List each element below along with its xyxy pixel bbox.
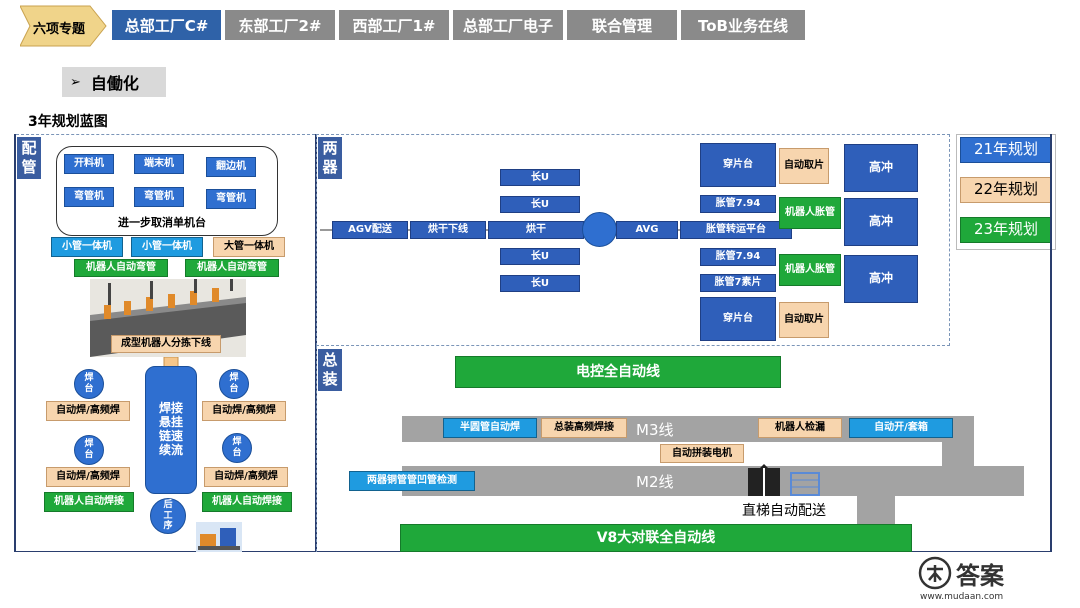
dent-check: 两器铜管管凹管检测 [349,471,475,491]
small-integrated-1: 小管一体机 [51,237,123,257]
auto-weld: 自动焊/高频焊 [204,467,288,487]
expand-platform: 胀管转运平台 [680,221,792,239]
robot-leak-check: 机器人检漏 [758,418,842,438]
v8-line: V8大对联全自动线 [400,524,912,552]
high-punch: 高冲 [844,198,918,246]
semi-round-weld: 半圆管自动焊 [443,418,537,438]
turntable [582,212,617,247]
expand-794: 胀管7.94 [700,195,776,213]
section-header: ➢ 自働化 [62,67,166,97]
tab-label: 西部工厂1# [352,16,436,35]
long-u: 长U [500,275,580,292]
watermark-name: 答案 [956,562,1004,590]
tab-joint-management[interactable]: 联合管理 [567,10,677,40]
post-process: 后工序 [150,498,186,534]
weld-station: 焊台 [74,369,104,399]
robot-weld: 机器人自动焊接 [44,492,134,512]
machine-bend: 弯管机 [206,189,256,209]
tab-label: ToB业务在线 [698,16,788,35]
m2-line [402,466,1024,496]
weld-station: 焊台 [222,433,252,463]
section-label-exchanger: 两器 [318,137,342,179]
wear-table: 穿片台 [700,297,776,341]
robot-cell-icon [196,520,242,556]
long-u: 长U [500,248,580,265]
m2-label: M2线 [636,473,674,491]
small-integrated-2: 小管一体机 [131,237,203,257]
rack-icon [790,472,820,500]
high-punch: 高冲 [844,255,918,303]
tab-west-1[interactable]: 西部工厂1# [339,10,449,40]
machine-bend: 弯管机 [134,187,184,207]
tab-label: 联合管理 [591,16,652,35]
dry: 烘干 [488,221,584,239]
legend-panel [956,134,1056,250]
tab-tob-online[interactable]: ToB业务在线 [681,10,805,40]
weld-station: 焊台 [219,369,249,399]
high-punch: 高冲 [844,144,918,192]
tab-hq-c[interactable]: 总部工厂C# [112,10,221,40]
robot-weld: 机器人自动焊接 [202,492,292,512]
machine-flange: 翻边机 [206,157,256,177]
auto-take-piece: 自动取片 [779,302,829,338]
long-u: 长U [500,196,580,213]
m2-drop [857,494,895,524]
home-tab-label: 六项专题 [33,22,86,37]
auto-weld: 自动焊/高频焊 [46,401,130,421]
sorting-line-label: 成型机器人分拣下线 [111,335,221,353]
watermark: 答案 www.mudaan.com [918,556,1038,604]
section-title: 自働化 [90,74,139,93]
bullet-arrow-icon: ➢ [70,74,81,90]
assembly-dash [316,346,317,552]
auto-weld: 自动焊/高频焊 [46,467,130,487]
section-label-pipe: 配管 [17,137,41,179]
elevator-label: 直梯自动配送 [742,503,826,519]
watermark-logo-icon [918,556,952,590]
home-tab-arrow-icon [19,5,107,47]
legend-23: 23年规划 [960,217,1052,243]
robot-expand: 机器人胀管 [779,254,841,286]
tab-east-2[interactable]: 东部工厂2# [225,10,335,40]
pipe-top-dash [16,134,315,135]
robot-bend-1: 机器人自动弯管 [74,259,168,277]
weld-station: 焊台 [74,435,104,465]
large-integrated: 大管一体机 [213,237,285,257]
robot-bend-2: 机器人自动弯管 [185,259,279,277]
m3-label: M3线 [636,421,674,439]
exchanger-dash [316,134,950,346]
avg: AVG [616,221,678,239]
tab-label: 总部工厂C# [124,16,209,35]
blueprint-title: 3年规划蓝图 [28,114,108,130]
section-label-assembly: 总装 [318,349,342,391]
electric-control-line: 电控全自动线 [455,356,781,388]
chain-conveyor: 焊接悬挂链速续流 [145,366,197,494]
machine-note: 进一步取消单机台 [118,216,206,229]
auto-weld: 自动焊/高频焊 [202,401,286,421]
home-tab[interactable]: 六项专题 [19,2,108,50]
auto-assembly-motor: 自动拼装电机 [660,444,744,463]
expand-7: 胀管7素片 [700,274,776,292]
auto-open-box: 自动开/套箱 [849,418,953,438]
expand-794: 胀管7.94 [700,248,776,266]
robot-expand: 机器人胀管 [779,197,841,229]
machine-group [56,146,278,236]
auto-take-piece: 自动取片 [779,148,829,184]
tab-label: 总部工厂电子 [462,16,553,35]
elevator-icon [744,464,784,504]
dry-line: 烘干下线 [410,221,486,239]
legend-21: 21年规划 [960,137,1052,163]
agv-delivery: AGV配送 [332,221,408,239]
tab-hq-electronics[interactable]: 总部工厂电子 [453,10,563,40]
machine-bend: 弯管机 [64,187,114,207]
long-u: 长U [500,169,580,186]
machine-end: 端末机 [134,154,184,174]
watermark-url: www.mudaan.com [920,592,1004,602]
machine-cutting: 开料机 [64,154,114,174]
wear-table: 穿片台 [700,143,776,187]
hf-weld: 总装高频焊接 [541,418,627,438]
tab-label: 东部工厂2# [238,16,322,35]
